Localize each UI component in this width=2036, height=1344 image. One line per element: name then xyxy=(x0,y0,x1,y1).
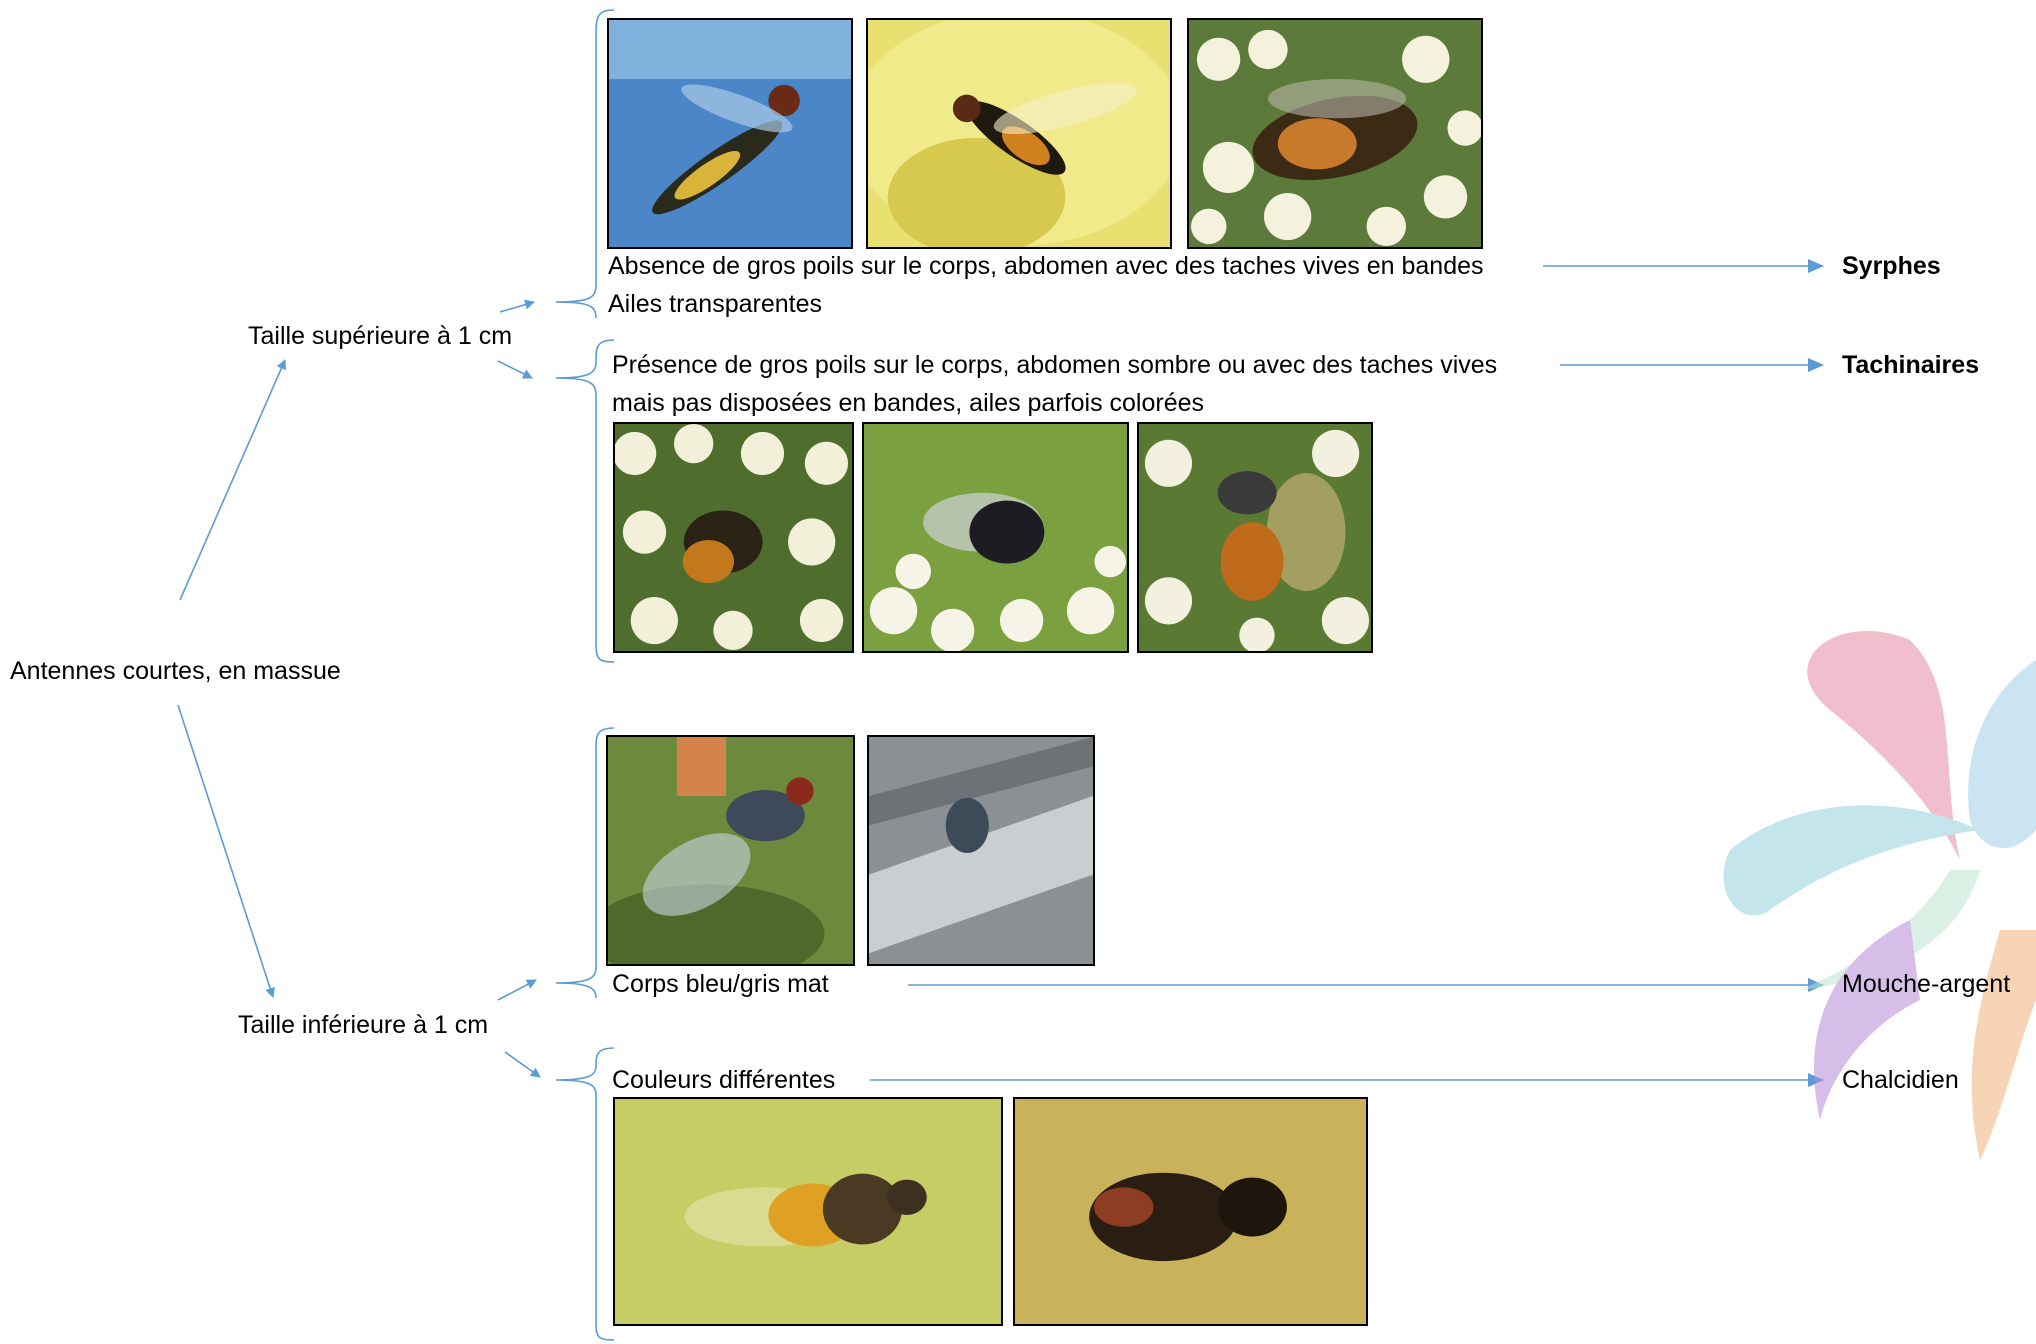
result-mouche-argent: Mouche-argent xyxy=(1842,969,2010,999)
result-syrphes: Syrphes xyxy=(1842,251,1941,281)
photo-syrphe-2 xyxy=(866,18,1172,249)
bracket-chalcidien xyxy=(556,1048,614,1340)
photo-chalcidien-2 xyxy=(1013,1097,1368,1326)
bracket-syrphes xyxy=(556,10,614,318)
branch-small-label: Taille inférieure à 1 cm xyxy=(238,1010,488,1040)
syrphes-criterion-line1: Absence de gros poils sur le corps, abdo… xyxy=(608,251,1484,281)
arrow-large-to-syrphes xyxy=(500,302,534,312)
photo-mouche-1 xyxy=(606,735,855,966)
tachinaires-criterion-line1: Présence de gros poils sur le corps, abd… xyxy=(612,350,1497,380)
photo-mouche-2 xyxy=(867,735,1095,966)
chalcidien-criterion: Couleurs différentes xyxy=(612,1065,835,1095)
result-tachinaires: Tachinaires xyxy=(1842,350,1979,380)
watermark-logo xyxy=(1710,600,2036,1220)
photo-tachinaire-1 xyxy=(613,422,854,653)
arrow-large-to-tachinaires xyxy=(498,361,532,378)
arrow-root-to-small xyxy=(178,705,273,997)
photo-tachinaire-3 xyxy=(1137,422,1373,653)
photo-chalcidien-1 xyxy=(613,1097,1003,1326)
arrow-small-to-mouche xyxy=(498,980,536,1000)
arrow-small-to-chalcidien xyxy=(505,1052,540,1077)
mouche-criterion: Corps bleu/gris mat xyxy=(612,969,829,999)
photo-syrphe-3 xyxy=(1187,18,1483,249)
bracket-tachinaires xyxy=(556,340,614,662)
tachinaires-criterion-line2: mais pas disposées en bandes, ailes parf… xyxy=(612,388,1204,418)
result-chalcidien: Chalcidien xyxy=(1842,1065,1959,1095)
root-label: Antennes courtes, en massue xyxy=(10,656,341,686)
syrphes-criterion-line2: Ailes transparentes xyxy=(608,289,822,319)
photo-syrphe-1 xyxy=(607,18,853,249)
arrow-root-to-large xyxy=(180,360,285,600)
branch-large-label: Taille supérieure à 1 cm xyxy=(248,321,512,351)
photo-tachinaire-2 xyxy=(862,422,1129,653)
